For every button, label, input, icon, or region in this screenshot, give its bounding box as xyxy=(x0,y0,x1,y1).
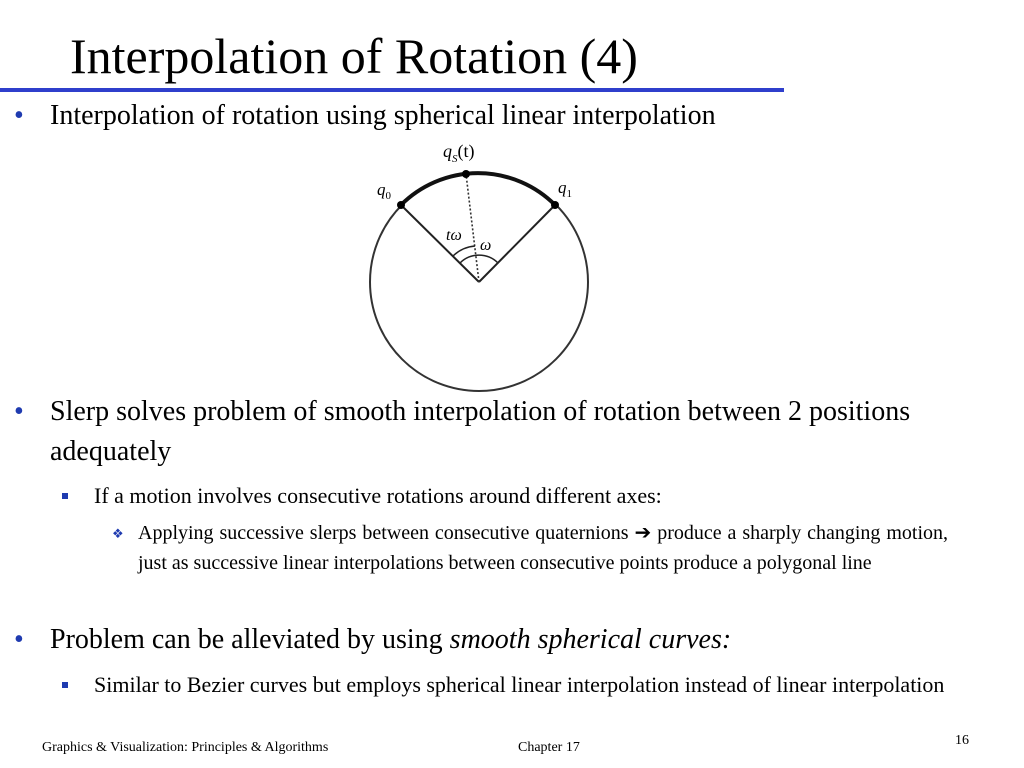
slerp-diagram-svg: q0 q1 qS(t) tω ω xyxy=(369,141,589,392)
label-q0: q0 xyxy=(377,180,392,202)
slerp-arc xyxy=(399,171,557,207)
angle-arc-tw xyxy=(452,245,476,257)
point-qs xyxy=(462,170,470,178)
label-qs: qS(t) xyxy=(443,141,475,165)
radius-qs xyxy=(465,173,480,283)
bullet-mark: • xyxy=(14,396,24,427)
point-q1 xyxy=(551,201,559,209)
subsub-text-a: Applying successive slerps between conse… xyxy=(138,522,629,544)
label-q1: q1 xyxy=(558,178,572,200)
bullet-interpolation: • Interpolation of rotation using spheri… xyxy=(14,96,950,136)
arrow-icon: ➔ xyxy=(634,522,652,544)
bullet-slerp: • Slerp solves problem of smooth interpo… xyxy=(14,392,950,472)
sub-bullet-text: If a motion involves consecutive rotatio… xyxy=(94,483,662,508)
label-tw: tω xyxy=(446,227,462,244)
point-q0 xyxy=(397,201,405,209)
footer-book: Graphics & Visualization: Principles & A… xyxy=(42,740,329,755)
angle-arc-w xyxy=(459,254,499,264)
radius-q0 xyxy=(400,204,480,283)
bullet-mark: • xyxy=(14,624,24,655)
bullet-mark: • xyxy=(14,100,24,131)
sub-bullet-text: Similar to Bezier curves but employs sph… xyxy=(94,672,945,697)
bullet-text-italic: smooth spherical curves: xyxy=(449,624,732,655)
radius-q1 xyxy=(478,204,556,283)
title-underline xyxy=(0,88,784,92)
footer-chapter: Chapter 17 xyxy=(518,740,580,755)
sub-bullet-bezier: Similar to Bezier curves but employs sph… xyxy=(62,668,948,701)
bullet-square xyxy=(62,493,68,499)
bullet-text: Interpolation of rotation using spherica… xyxy=(50,100,716,131)
bullet-smooth-curves: • Problem can be alleviated by using smo… xyxy=(14,620,950,660)
bullet-text: Problem can be alleviated by using xyxy=(50,624,443,655)
bullet-square xyxy=(62,682,68,688)
bullet-diamond: ❖ xyxy=(112,526,124,541)
subsub-text-b: produce a sharply changing motion, just … xyxy=(138,522,949,574)
subsub-bullet-slerps: ❖ Applying successive slerps between con… xyxy=(112,518,949,578)
slerp-diagram: q0 q1 qS(t) tω ω xyxy=(360,137,600,397)
label-w: ω xyxy=(480,237,491,254)
slide-title: Interpolation of Rotation (4) xyxy=(70,28,638,84)
bullet-text: Slerp solves problem of smooth interpola… xyxy=(50,396,911,467)
page-number: 16 xyxy=(955,733,969,748)
sub-bullet-consecutive: If a motion involves consecutive rotatio… xyxy=(62,479,948,512)
